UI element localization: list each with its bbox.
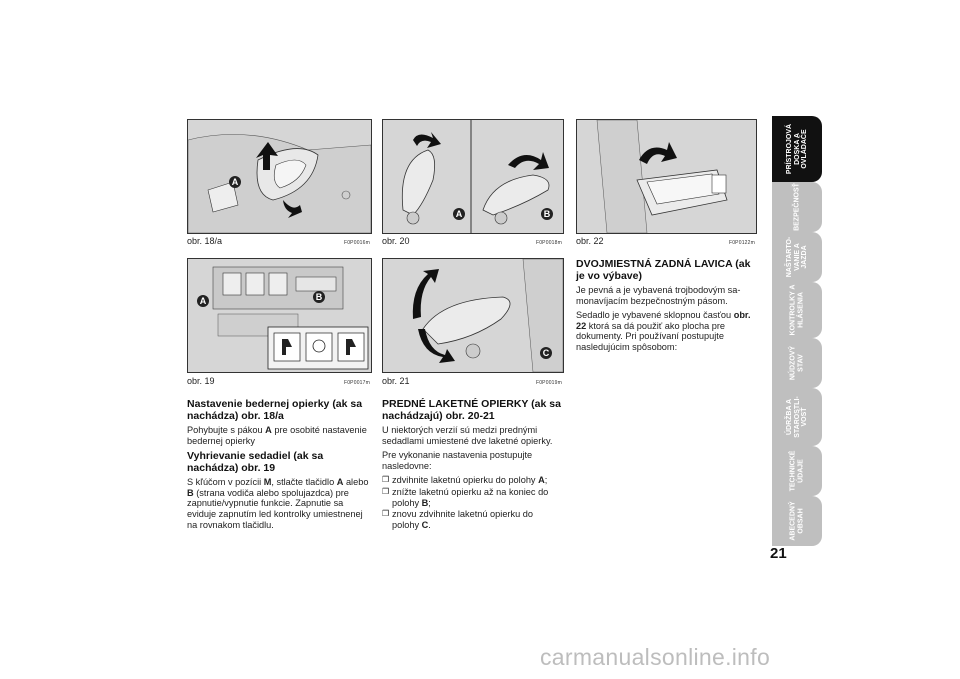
caption-21-row: obr. 21 F0P0019m [382, 376, 562, 386]
bold-ref: C [421, 519, 429, 530]
figure-22-illustration [577, 120, 756, 233]
figure-21-illustration [383, 259, 563, 372]
list-item: ❒znížte laketnú opierku až na koniec do … [382, 487, 562, 508]
list-item: ❒znovu zdvihnite laketnú opierku do polo… [382, 509, 562, 530]
bold-ref: A [265, 425, 272, 435]
code-19: F0P0017m [343, 380, 370, 386]
marker-a: A [229, 176, 241, 188]
checkbox-bullet-icon: ❒ [382, 486, 390, 496]
caption-22: obr. 22 [576, 236, 604, 246]
figure-18a: A [187, 119, 372, 234]
code-18a: F0P0016m [343, 240, 370, 246]
tab-warning-lights[interactable]: KONTROLKY A HLÁSENIA [772, 282, 822, 338]
column-1: Nastavenie bedernej opierky (ak sa nachá… [187, 398, 370, 534]
column-3: DVOJMIESTNÁ ZADNÁ LAVICA (ak je vo výbav… [576, 258, 755, 357]
caption-18a: obr. 18/a [187, 236, 223, 246]
tab-label: KONTROLKY A HLÁSENIA [789, 284, 805, 336]
tab-label: PRÍSTROJOVÁ DOSKA A OVLÁDAČE [785, 123, 808, 175]
bold-ref: A [336, 477, 344, 488]
armrest-steps-list: ❒zdvihnite laketnú opierku do polohy A; … [382, 475, 562, 530]
tab-emergency[interactable]: NÚDZOVÝ STAV [772, 338, 822, 388]
heading-seat-heating: Vyhrievanie sedadiel (ak sa nachádza) ob… [187, 450, 324, 475]
tab-starting-driving[interactable]: NAŠTARTO-VANIE A JAZDA [772, 232, 822, 282]
text: . [428, 519, 431, 530]
figure-20: A B [382, 119, 564, 234]
marker-a: A [453, 208, 465, 220]
tab-instrument-panel[interactable]: PRÍSTROJOVÁ DOSKA A OVLÁDAČE [772, 116, 822, 182]
caption-22-row: obr. 22 F0P0122m [576, 236, 755, 246]
marker-a: A [197, 295, 209, 307]
text: znovu zdvihnite laketnú opierku do poloh… [392, 509, 533, 530]
para-armrests-procedure: Pre vykonanie nastavenia postupujte nasl… [382, 450, 533, 471]
tab-label: ABECEDNÝ OBSAH [789, 501, 805, 541]
caption-19-row: obr. 19 F0P0017m [187, 376, 370, 386]
code-22: F0P0122m [728, 240, 755, 246]
column-2: PREDNÉ LAKETNÉ OPIERKY (ak sa nachádzajú… [382, 398, 562, 531]
list-item: ❒zdvihnite laketnú opierku do polohy A; [382, 475, 562, 486]
caption-20-row: obr. 20 F0P0018m [382, 236, 562, 246]
text: ; [428, 497, 431, 508]
text: ktorá sa dá použiť ako plocha pre dokume… [576, 320, 726, 352]
figure-18a-illustration [188, 120, 371, 233]
heading-front-armrests: PREDNÉ LAKETNÉ OPIERKY (ak sa nachádzajú… [382, 398, 561, 422]
text: zdvihnite laketnú opierku do polohy [392, 475, 539, 486]
text: pre osobité nastavenie bedernej opierky [187, 425, 367, 446]
heading-lumbar-support: Nastavenie bedernej opierky (ak sa nachá… [187, 398, 363, 422]
figure-21: C [382, 258, 564, 373]
tab-index[interactable]: ABECEDNÝ OBSAH [772, 496, 822, 546]
figure-20-illustration [383, 120, 563, 233]
marker-b: B [313, 291, 325, 303]
marker-b: B [541, 208, 553, 220]
text: ; [544, 475, 548, 486]
tab-maintenance[interactable]: ÚDRŽBA A STAROSTLI-VOSŤ [772, 388, 822, 446]
tab-safety[interactable]: BEZPEČNOSŤ [772, 182, 822, 232]
tab-label: ÚDRŽBA A STAROSTLI-VOSŤ [785, 396, 808, 438]
bold-ref: M [263, 477, 272, 488]
marker-c: C [540, 347, 552, 359]
text: znížte laketnú opierku až na koniec do p… [392, 486, 549, 508]
bold-ref: obr. 22 [576, 310, 751, 331]
checkbox-bullet-icon: ❒ [382, 509, 390, 519]
para-armrests-intro: U niektorých verzií sú medzi prednými se… [382, 425, 553, 446]
text: S kľúčom v pozícii [187, 477, 264, 488]
para-lumbar: Pohybujte s pákou A pre osobité nastaven… [187, 425, 370, 446]
code-21: F0P0019m [535, 380, 562, 386]
checkbox-bullet-icon: ❒ [382, 475, 390, 485]
caption-20: obr. 20 [382, 236, 410, 246]
figure-19-illustration [188, 259, 371, 372]
figure-19: A B [187, 258, 372, 373]
tab-label: BEZPEČNOSŤ [793, 183, 801, 231]
figure-22 [576, 119, 757, 234]
tab-label: NÚDZOVÝ STAV [789, 345, 805, 381]
caption-21: obr. 21 [382, 376, 410, 386]
text: , stlačte tlačidlo [271, 477, 337, 488]
bold-ref: B [421, 497, 429, 508]
tab-label: NAŠTARTO-VANIE A JAZDA [785, 236, 808, 278]
bold-ref: A [538, 475, 545, 486]
text: (strana vodiča alebo spolujazdca) pre za… [187, 487, 363, 530]
bold-ref: B [187, 487, 194, 498]
heading-rear-bench: DVOJMIESTNÁ ZADNÁ LAVICA (ak je vo výbav… [576, 258, 751, 282]
text: Pohybujte s pákou [187, 425, 266, 435]
code-20: F0P0018m [535, 240, 562, 246]
page-number: 21 [770, 545, 787, 562]
tab-label: TECHNICKÉ ÚDAJE [789, 450, 805, 492]
para-rear-bench-fold: Sedadlo je vybavené sklopnou časťou obr.… [576, 310, 755, 352]
text: alebo [343, 477, 369, 488]
tab-technical-data[interactable]: TECHNICKÉ ÚDAJE [772, 446, 822, 496]
para-rear-bench-belt: Je pevná a je vybavená trojbodovým sa-mo… [576, 285, 741, 306]
text: Sedadlo je vybavené sklopnou časťou [576, 310, 734, 321]
watermark: carmanualsonline.info [540, 644, 771, 670]
caption-19: obr. 19 [187, 376, 215, 386]
para-seat-heating: S kľúčom v pozícii M, stlačte tlačidlo A… [187, 477, 370, 530]
caption-18a-row: obr. 18/a F0P0016m [187, 236, 370, 246]
